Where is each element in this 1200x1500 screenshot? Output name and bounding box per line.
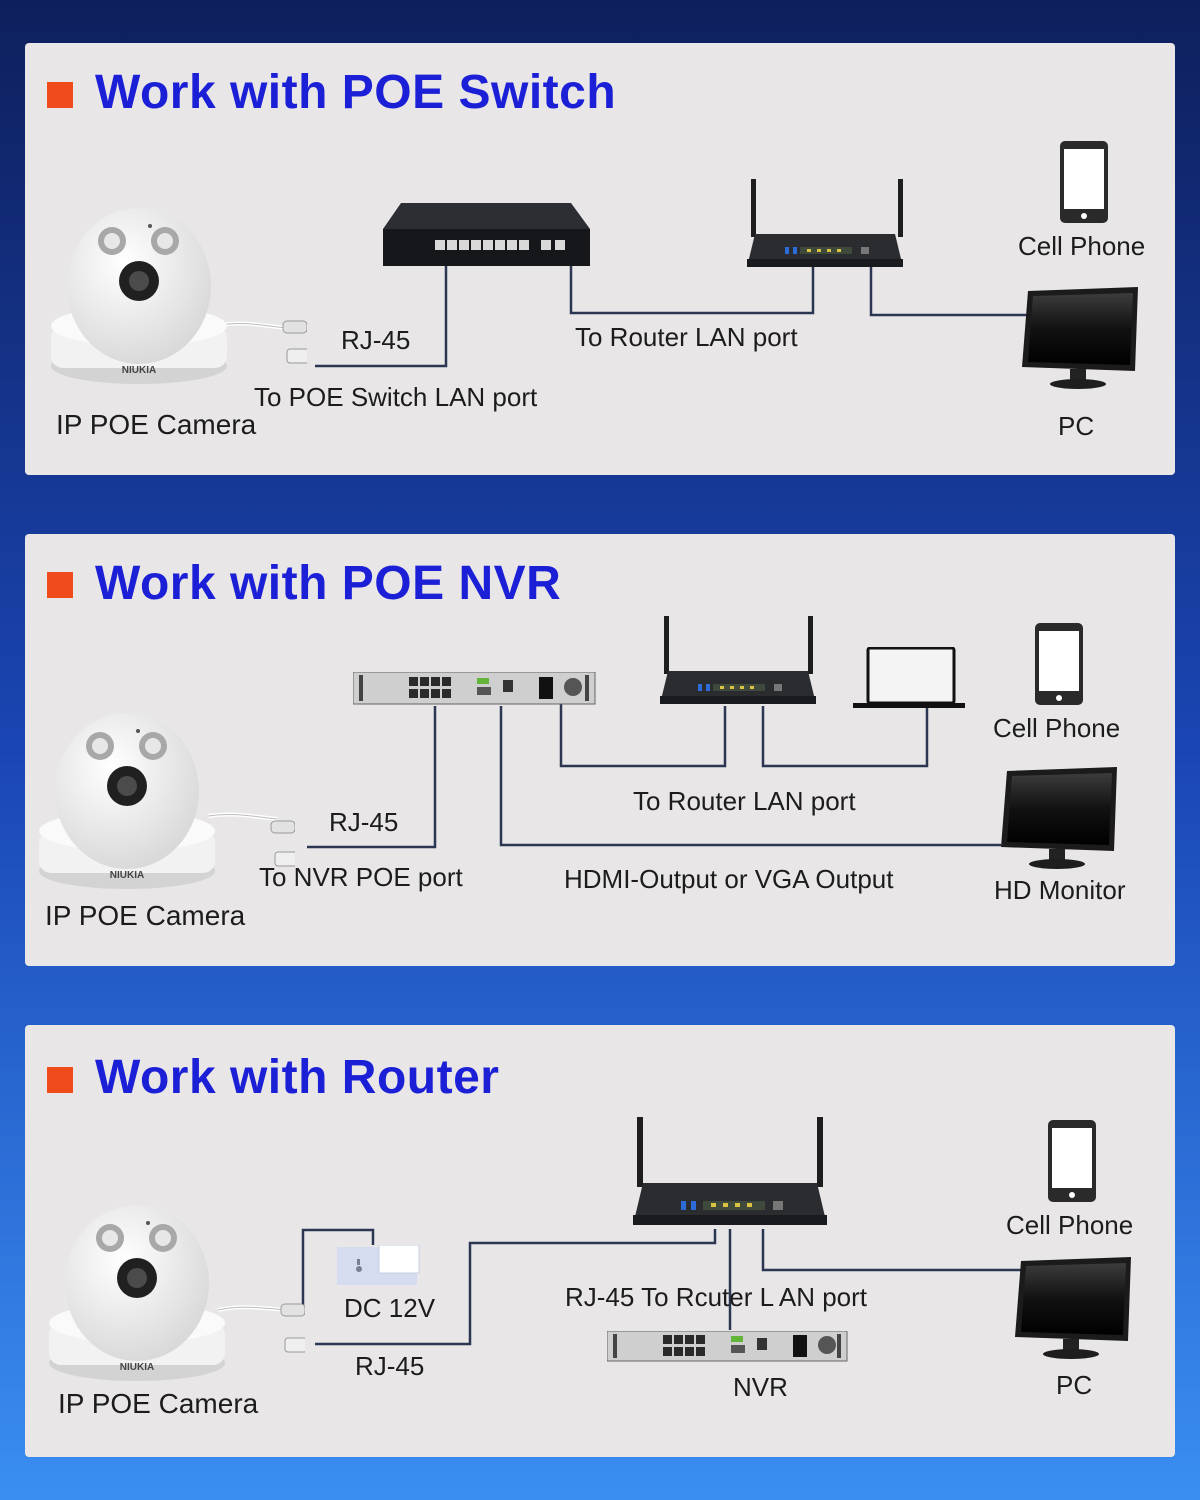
label-cell-phone: Cell Phone	[1006, 1210, 1134, 1240]
label-camera: IP POE Camera	[58, 1388, 259, 1419]
label-cell-phone: Cell Phone	[993, 713, 1121, 743]
label-to-switch: To POE Switch LAN port	[254, 382, 538, 412]
monitor-icon	[1020, 287, 1140, 392]
dome-camera-icon: NIUKIA	[35, 706, 295, 896]
label-pc: PC	[1058, 411, 1095, 441]
monitor-icon	[999, 767, 1119, 872]
dome-camera-icon: NIUKIA	[45, 1198, 305, 1388]
nvr-icon	[353, 672, 597, 706]
cell-phone-icon	[1059, 140, 1111, 224]
laptop-icon	[853, 647, 969, 709]
panel-title: Work with Router	[95, 1051, 500, 1104]
camera-brand: NIUKIA	[110, 870, 144, 881]
label-to-router: RJ-45 To Rcuter L AN port	[565, 1282, 868, 1312]
label-camera: IP POE Camera	[56, 409, 257, 440]
router-icon	[745, 179, 905, 271]
panel-router: Work with Router NIUKIA	[25, 1025, 1175, 1457]
panel-poe-nvr: Work with POE NVR NIUKIA	[25, 534, 1175, 966]
label-rj45: RJ-45	[355, 1351, 425, 1381]
monitor-icon	[1013, 1257, 1133, 1362]
router-icon	[631, 1117, 827, 1229]
router-icon	[658, 616, 818, 708]
label-nvr: NVR	[733, 1372, 788, 1402]
connection-lines	[207, 702, 1001, 849]
camera-brand: NIUKIA	[122, 365, 156, 376]
poe-switch-icon	[383, 203, 593, 268]
bullet-square	[47, 572, 73, 598]
label-to-router: To Router LAN port	[575, 322, 798, 352]
label-to-router: To Router LAN port	[633, 786, 856, 816]
panel-title: Work with POE NVR	[95, 557, 562, 610]
connection-lines	[219, 261, 1027, 368]
label-pc: PC	[1056, 1370, 1093, 1400]
label-camera: IP POE Camera	[45, 900, 246, 931]
power-socket-icon	[337, 1245, 421, 1287]
panel-title: Work with POE Switch	[95, 66, 617, 119]
bullet-square	[47, 82, 73, 108]
label-hdmi: HDMI-Output or VGA Output	[564, 864, 894, 894]
panel-poe-switch: Work with POE Switch NIUKIA	[25, 43, 1175, 475]
label-rj45: RJ-45	[329, 807, 399, 837]
nvr-icon	[607, 1331, 849, 1363]
bullet-square	[47, 1067, 73, 1093]
label-rj45: RJ-45	[341, 325, 411, 355]
label-cell-phone: Cell Phone	[1018, 231, 1146, 261]
label-to-nvr: To NVR POE port	[259, 862, 463, 892]
cell-phone-icon	[1034, 622, 1086, 706]
dome-camera-icon: NIUKIA	[47, 201, 307, 391]
cell-phone-icon	[1047, 1119, 1099, 1203]
label-hd-monitor: HD Monitor	[994, 875, 1126, 905]
camera-brand: NIUKIA	[120, 1362, 154, 1373]
label-dc-12v: DC 12V	[344, 1293, 436, 1323]
